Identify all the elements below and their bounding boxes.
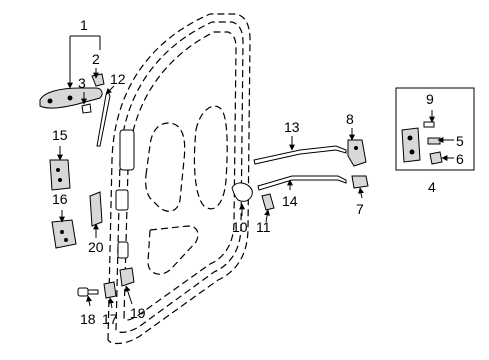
hinge-bracket (119, 267, 135, 287)
callout-2: 2 (92, 51, 100, 67)
callout-14: 14 (282, 193, 298, 209)
callout-1: 1 (80, 17, 88, 33)
callout-16: 16 (52, 191, 68, 207)
handle-gasket (81, 103, 92, 114)
callout-12: 12 (110, 71, 126, 87)
rod-clip (231, 182, 253, 202)
callout-17: 17 (102, 311, 118, 327)
lower-hinge (51, 219, 77, 249)
door-outline (107, 13, 251, 345)
door-lock-bracket (115, 129, 135, 259)
upper-hinge (49, 159, 71, 191)
door-check (89, 191, 103, 227)
callout-10: 10 (232, 219, 248, 235)
callout-9: 9 (426, 91, 434, 107)
callout-18: 18 (80, 311, 96, 327)
lock-assembly-box (395, 87, 475, 171)
callout-11: 11 (256, 219, 271, 235)
outside-door-handle (39, 87, 103, 109)
callout-4: 4 (428, 179, 436, 195)
callout-6: 6 (456, 151, 464, 167)
lock-rod (96, 91, 111, 147)
callout-20: 20 (88, 239, 104, 255)
rod-end (261, 193, 275, 211)
door-latch (347, 139, 367, 167)
handle-clip (91, 73, 105, 87)
callout-19: 19 (130, 305, 146, 321)
hinge-pin (103, 281, 117, 299)
callout-labels: 1 2 3 12 15 16 20 18 17 19 13 14 10 11 8… (52, 17, 464, 327)
lower-lock-rod (257, 175, 347, 191)
callout-13: 13 (284, 119, 300, 135)
callout-5: 5 (456, 133, 464, 149)
latch-striker (351, 175, 369, 189)
leader-lines (57, 35, 454, 309)
callout-7: 7 (356, 201, 364, 217)
door-cutouts (145, 105, 228, 275)
hinge-bolt (77, 287, 99, 297)
callout-8: 8 (346, 111, 354, 127)
callout-15: 15 (52, 127, 68, 143)
callout-3: 3 (78, 75, 86, 91)
upper-lock-rod (253, 145, 347, 165)
